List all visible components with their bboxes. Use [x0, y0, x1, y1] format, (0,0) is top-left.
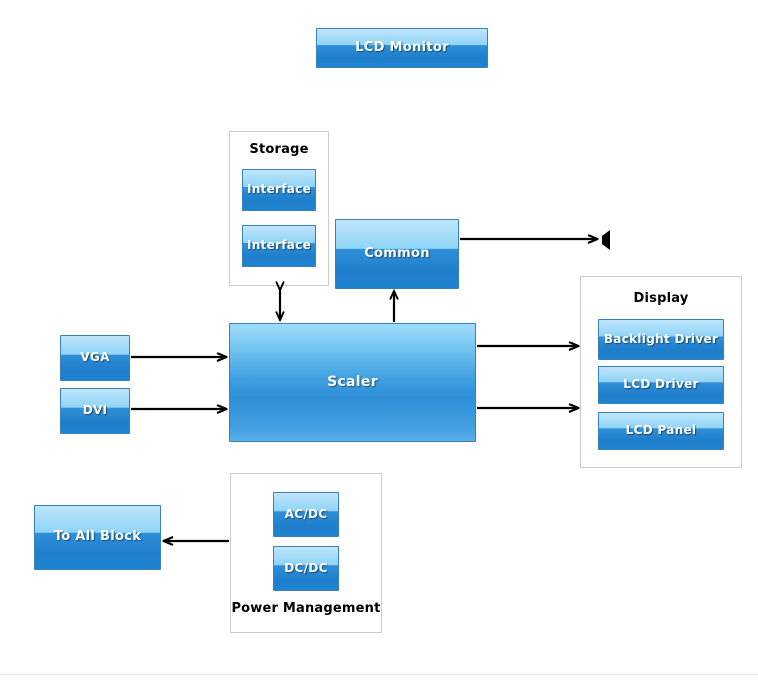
block-to-all-block-label: To All Block — [53, 529, 142, 545]
block-backlight-driver[interactable]: Backlight Driver — [598, 319, 724, 360]
block-common-label: Common — [364, 245, 430, 261]
block-common[interactable]: Common — [335, 219, 459, 289]
block-lcd-monitor-label: LCD Monitor — [355, 39, 449, 55]
block-ac-dc-label: AC/DC — [284, 506, 328, 521]
block-scaler-label: Scaler — [327, 374, 378, 391]
block-lcd-driver-label: LCD Driver — [623, 377, 699, 392]
group-display-title: Display — [633, 291, 689, 306]
group-power-management-title: Power Management — [231, 601, 381, 616]
block-backlight-driver-label: Backlight Driver — [603, 331, 719, 346]
block-lcd-panel-label: LCD Panel — [625, 423, 697, 438]
block-storage-interface-2-label: Interface — [246, 238, 312, 253]
block-dc-dc[interactable]: DC/DC — [273, 546, 339, 591]
block-storage-interface-1-label: Interface — [246, 182, 312, 197]
speaker-icon — [602, 230, 610, 250]
block-storage-interface-1[interactable]: Interface — [242, 169, 316, 211]
block-dvi-label: DVI — [82, 403, 108, 418]
group-storage-title: Storage — [249, 142, 309, 157]
block-vga-label: VGA — [80, 350, 110, 365]
block-to-all-block[interactable]: To All Block — [34, 505, 161, 570]
block-lcd-panel[interactable]: LCD Panel — [598, 412, 724, 450]
footer-divider — [0, 674, 758, 675]
block-scaler[interactable]: Scaler — [229, 323, 476, 442]
block-lcd-monitor[interactable]: LCD Monitor — [316, 28, 488, 68]
block-ac-dc[interactable]: AC/DC — [273, 492, 339, 537]
block-storage-interface-2[interactable]: Interface — [242, 225, 316, 267]
block-dvi[interactable]: DVI — [60, 388, 130, 434]
block-lcd-driver[interactable]: LCD Driver — [598, 366, 724, 404]
block-vga[interactable]: VGA — [60, 335, 130, 381]
block-dc-dc-label: DC/DC — [284, 560, 328, 575]
